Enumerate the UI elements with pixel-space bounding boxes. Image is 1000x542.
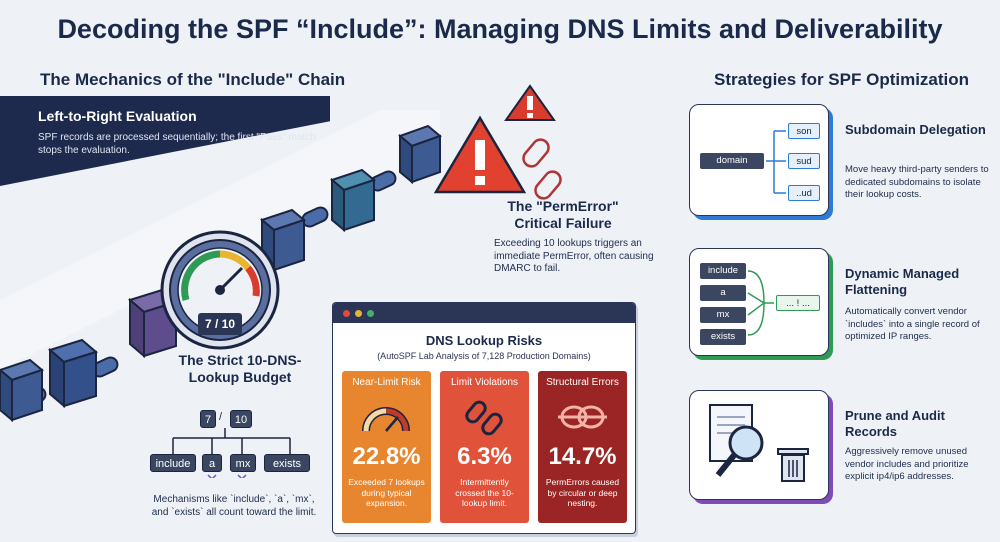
flatten-input: a	[700, 285, 746, 301]
evaluation-body: SPF records are processed sequentially; …	[38, 132, 316, 156]
large-warning-icon	[433, 115, 527, 194]
flatten-input: mx	[700, 307, 746, 323]
panel-subtitle: (AutoSPF Lab Analysis of 7,128 Productio…	[377, 351, 591, 361]
strategy-body-subdomain: Move heavy third-party senders to dedica…	[845, 164, 989, 200]
mechanisms-body: Mechanisms like `include`, `a`, `mx`, an…	[151, 494, 317, 518]
strategies-heading: Strategies for SPF Optimization	[714, 70, 970, 89]
risk-card-desc: PermErrors caused by circular or deep ne…	[545, 477, 620, 508]
mechanism-tree: 7 / 10 include a mx exists	[140, 408, 320, 478]
risk-card-value: 14.7%	[548, 443, 617, 470]
panel-title: DNS Lookup Risks	[425, 333, 543, 348]
include-chain-illustration	[0, 84, 562, 423]
counter-limit: 10	[230, 410, 252, 428]
risk-card-label: Structural Errors	[546, 377, 619, 388]
counter-used: 7	[200, 410, 216, 428]
magnifier-icon	[709, 404, 809, 482]
warning-icon	[504, 84, 556, 121]
risk-card-desc: Intermittently crossed the 10-lookup lim…	[455, 477, 514, 508]
strategy-title-subdomain: Subdomain Delegation	[845, 122, 986, 137]
broken-chain-icon	[465, 400, 503, 436]
counter-separator: /	[219, 411, 223, 423]
subdomain-connectors	[766, 130, 786, 194]
flatten-input: include	[700, 263, 746, 279]
risk-card-limit-violations: Limit Violations 6.3% Intermittently cro…	[440, 371, 529, 523]
strategy-title-prune: Prune and Audit Records	[845, 408, 945, 439]
window-dot-yellow	[355, 310, 362, 317]
permerror-body: Exceeding 10 lookups triggers an immedia…	[494, 238, 654, 274]
strategy-body-prune: Aggressively remove unused vendor includ…	[845, 446, 969, 482]
knot-icon	[558, 405, 607, 429]
permerror-title: The "PermError" Critical Failure	[507, 198, 619, 231]
gauge-icon	[160, 230, 280, 350]
subdomain-delegation-card: domain son sud ..ud	[689, 104, 829, 216]
evaluation-title: Left-to-Right Evaluation	[38, 108, 197, 124]
flatten-input: exists	[700, 329, 746, 345]
mechanics-heading: The Mechanics of the "Include" Chain	[40, 70, 346, 89]
risk-card-structural-errors: Structural Errors 14.7% PermErrors cause…	[538, 371, 627, 523]
budget-title: The Strict 10-DNS-Lookup Budget	[178, 352, 302, 385]
cube-1	[0, 358, 45, 423]
trash-icon	[777, 448, 809, 482]
managed-flattening-card: include a mx exists ... ! ...	[689, 248, 829, 356]
flatten-connectors	[747, 270, 774, 336]
risk-card-desc: Exceeded 7 lookups during typical expans…	[348, 477, 425, 508]
mechanism-include: include	[150, 454, 196, 472]
risk-card-near-limit: Near-Limit Risk 22.8% Exceeded 7 lookups…	[342, 371, 431, 523]
window-dot-green	[367, 310, 374, 317]
panel-titlebar	[333, 303, 635, 323]
mechanism-mx: mx	[230, 454, 256, 472]
tree-connectors	[172, 428, 291, 478]
subdomain-root: domain	[700, 153, 764, 169]
page-title: Decoding the SPF “Include”: Managing DNS…	[57, 14, 943, 44]
prune-audit-card	[689, 390, 829, 500]
mechanism-a: a	[202, 454, 222, 472]
window-dot-red	[343, 310, 350, 317]
subdomain-child: sud	[788, 153, 820, 169]
strategy-body-flattening: Automatically convert vendor `includes` …	[845, 306, 980, 342]
mechanism-exists: exists	[264, 454, 310, 472]
gauge-icon	[362, 407, 410, 432]
flatten-output: ... ! ...	[776, 295, 820, 311]
risk-card-label: Limit Violations	[450, 377, 519, 388]
risk-card-value: 6.3%	[457, 443, 512, 470]
risk-card-value: 22.8%	[352, 443, 421, 470]
gauge-readout: 7 / 10	[198, 313, 242, 335]
subdomain-child: ..ud	[788, 185, 820, 201]
subdomain-child: son	[788, 123, 820, 139]
dns-risk-panel: DNS Lookup Risks (AutoSPF Lab Analysis o…	[332, 302, 636, 534]
broken-link-icon	[522, 138, 562, 200]
strategy-title-flattening: Dynamic Managed Flattening	[845, 266, 960, 297]
risk-card-label: Near-Limit Risk	[352, 377, 421, 388]
